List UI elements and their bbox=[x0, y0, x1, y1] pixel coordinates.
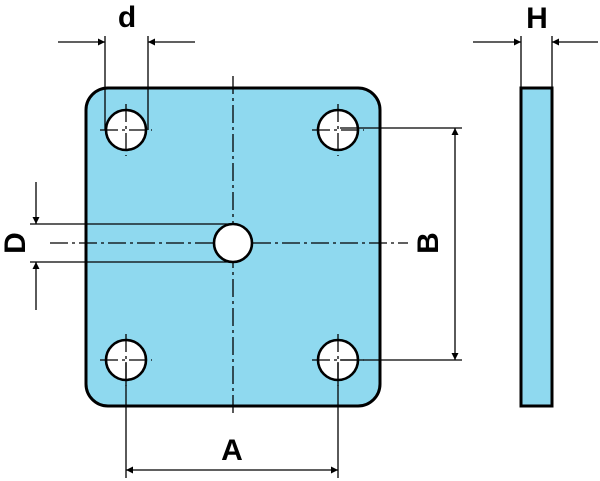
mounting-hole-top-left bbox=[100, 104, 152, 156]
dimension-H: H bbox=[473, 2, 598, 88]
label-H: H bbox=[526, 2, 548, 35]
label-D: D bbox=[0, 232, 32, 254]
dimension-D: D bbox=[0, 182, 233, 310]
center-hole bbox=[212, 222, 254, 264]
dimension-d: d bbox=[58, 1, 195, 130]
label-d: d bbox=[118, 1, 136, 34]
mounting-hole-top-right bbox=[312, 104, 364, 156]
label-A: A bbox=[221, 434, 243, 467]
mounting-hole-bottom-left bbox=[100, 334, 152, 386]
dimension-B: B bbox=[340, 127, 462, 361]
plate-side-view bbox=[519, 86, 554, 408]
dimension-A: A bbox=[125, 362, 339, 478]
label-B: B bbox=[412, 232, 445, 254]
